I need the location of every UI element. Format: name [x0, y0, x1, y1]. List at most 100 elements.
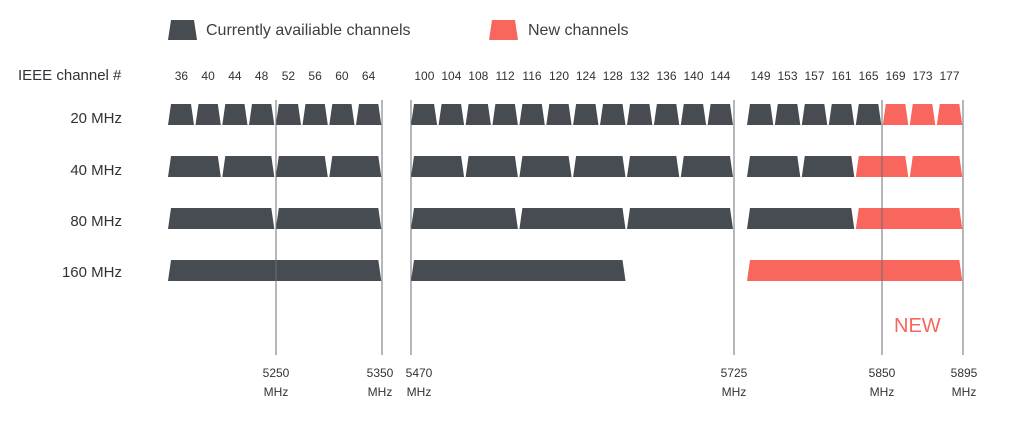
- freq-value-5350: 5350: [367, 366, 394, 380]
- new-channel-block-20mhz: [936, 104, 963, 125]
- channel-block-20mhz: [573, 104, 599, 125]
- channel-block-40mhz: [747, 156, 801, 177]
- channel-block-20mhz: [302, 104, 328, 125]
- new-label: NEW: [894, 315, 941, 337]
- freq-value-5850: 5850: [869, 366, 896, 380]
- channel-number-60: 60: [335, 69, 349, 83]
- channel-block-20mhz: [546, 104, 572, 125]
- freq-unit-5725: MHz: [722, 385, 747, 399]
- channel-number-177: 177: [939, 69, 959, 83]
- freq-unit-5470: MHz: [407, 385, 432, 399]
- row-label-160mhz: 160 MHz: [62, 264, 122, 281]
- channel-block-40mhz: [222, 156, 275, 177]
- legend-swatch-new: [489, 20, 518, 40]
- channel-block-40mhz: [411, 156, 465, 177]
- channel-number-173: 173: [912, 69, 932, 83]
- channel-block-40mhz: [627, 156, 680, 177]
- new-channel-block-40mhz: [909, 156, 963, 177]
- frequency-dividers: [275, 100, 964, 355]
- freq-value-5725: 5725: [721, 366, 748, 380]
- row-label-80mhz: 80 MHz: [70, 213, 122, 230]
- channel-block-40mhz: [275, 156, 328, 177]
- channel-block-20mhz: [707, 104, 733, 125]
- channel-number-116: 116: [522, 69, 541, 83]
- channel-number-64: 64: [362, 69, 376, 83]
- channel-block-20mhz: [774, 104, 801, 125]
- channel-number-124: 124: [576, 69, 596, 83]
- channel-block-80mhz: [275, 208, 382, 229]
- channel-block-20mhz: [600, 104, 626, 125]
- channel-block-20mhz: [329, 104, 355, 125]
- channel-block-20mhz: [465, 104, 491, 125]
- channel-number-112: 112: [496, 69, 515, 83]
- new-channel-block-20mhz: [909, 104, 936, 125]
- freq-value-5470: 5470: [406, 366, 433, 380]
- freq-value-5250: 5250: [263, 366, 290, 380]
- channel-block-20mhz: [249, 104, 275, 125]
- channel-number-132: 132: [630, 69, 650, 83]
- channel-blocks: [168, 104, 963, 281]
- channel-block-80mhz: [168, 208, 275, 229]
- ieee-channel-header: IEEE channel #: [18, 67, 122, 84]
- legend-swatch-current: [168, 20, 197, 40]
- channel-number-157: 157: [804, 69, 824, 83]
- channel-block-40mhz: [519, 156, 572, 177]
- channel-block-20mhz: [356, 104, 382, 125]
- channel-block-20mhz: [747, 104, 774, 125]
- row-labels: 20 MHz 40 MHz 80 MHz 160 MHz: [62, 110, 122, 281]
- channel-block-20mhz: [680, 104, 707, 125]
- channel-block-80mhz: [519, 208, 626, 229]
- channel-block-40mhz: [168, 156, 221, 177]
- legend-label-new: New channels: [528, 22, 629, 39]
- channel-block-40mhz: [801, 156, 855, 177]
- channel-number-104: 104: [441, 69, 461, 83]
- channel-block-80mhz: [747, 208, 855, 229]
- freq-unit-5850: MHz: [870, 385, 895, 399]
- channel-block-20mhz: [653, 104, 680, 125]
- channel-number-153: 153: [777, 69, 797, 83]
- channel-block-20mhz: [627, 104, 653, 125]
- channel-number-56: 56: [308, 69, 322, 83]
- channel-number-52: 52: [282, 69, 296, 83]
- freq-value-5895: 5895: [951, 366, 978, 380]
- channel-block-20mhz: [411, 104, 438, 125]
- freq-unit-5250: MHz: [264, 385, 289, 399]
- channel-number-136: 136: [656, 69, 676, 83]
- channel-number-144: 144: [710, 69, 730, 83]
- channel-number-120: 120: [549, 69, 569, 83]
- channel-block-40mhz: [329, 156, 382, 177]
- channel-number-100: 100: [414, 69, 434, 83]
- channel-number-128: 128: [603, 69, 623, 83]
- channel-block-40mhz: [573, 156, 626, 177]
- channel-number-169: 169: [885, 69, 905, 83]
- channel-block-20mhz: [801, 104, 828, 125]
- channel-block-20mhz: [195, 104, 221, 125]
- channel-block-20mhz: [855, 104, 882, 125]
- frequency-labels: 5250 MHz 5350 MHz 5470 MHz 5725 MHz 5850…: [263, 366, 978, 399]
- new-channel-block-20mhz: [882, 104, 909, 125]
- channel-block-80mhz: [411, 208, 518, 229]
- channel-block-40mhz: [680, 156, 733, 177]
- channel-block-20mhz: [519, 104, 545, 125]
- new-channel-block-80mhz: [855, 208, 963, 229]
- row-label-20mhz: 20 MHz: [70, 110, 122, 127]
- channel-block-20mhz: [222, 104, 248, 125]
- channel-block-40mhz: [465, 156, 518, 177]
- channel-number-36: 36: [175, 69, 189, 83]
- freq-unit-5895: MHz: [952, 385, 977, 399]
- channel-block-20mhz: [438, 104, 465, 125]
- channel-block-20mhz: [492, 104, 518, 125]
- channel-block-80mhz: [627, 208, 733, 229]
- channel-block-20mhz: [828, 104, 855, 125]
- freq-unit-5350: MHz: [368, 385, 393, 399]
- legend-label-current: Currently availiable channels: [206, 22, 411, 39]
- channel-number-161: 161: [831, 69, 851, 83]
- channel-block-20mhz: [168, 104, 194, 125]
- channel-number-48: 48: [255, 69, 269, 83]
- channel-number-149: 149: [750, 69, 770, 83]
- channel-number-108: 108: [468, 69, 488, 83]
- channel-number-40: 40: [201, 69, 215, 83]
- channel-number-140: 140: [683, 69, 703, 83]
